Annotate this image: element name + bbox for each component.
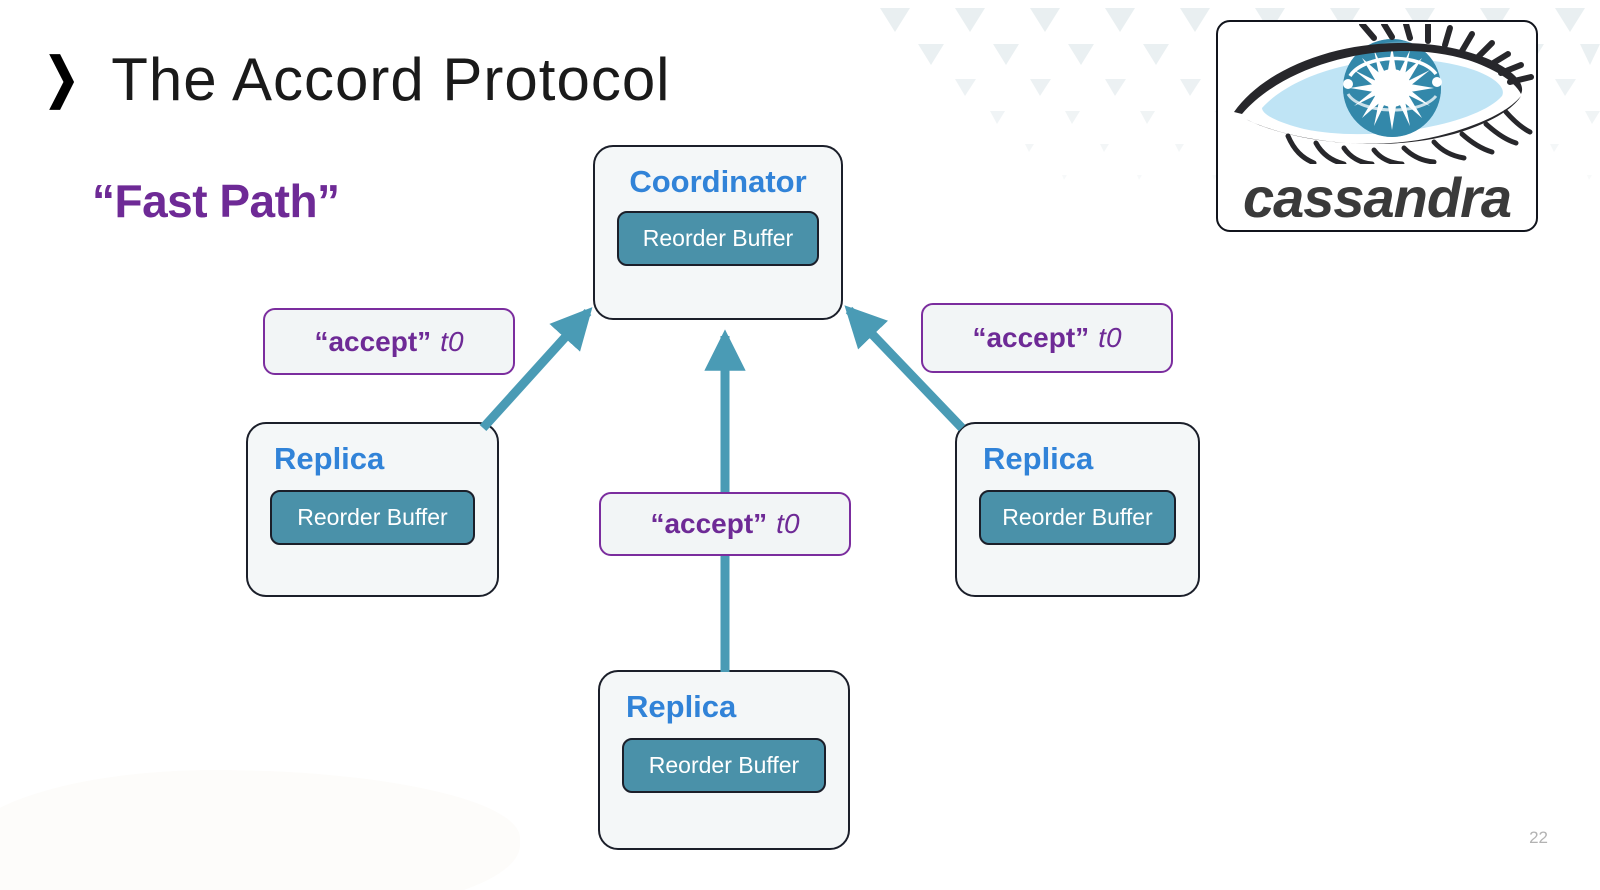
node-replica-bottom-title: Replica — [626, 689, 737, 724]
slide-subtitle: “Fast Path” — [92, 175, 340, 227]
page-title-text: The Accord Protocol — [111, 46, 671, 113]
message-label-middle: “accept” t0 — [599, 492, 851, 556]
chevron-right-icon: ❯ — [44, 47, 80, 108]
node-coordinator[interactable]: Coordinator Reorder Buffer — [593, 145, 843, 320]
message-label-right: “accept” t0 — [921, 303, 1173, 373]
message-label-left-arg: t0 — [440, 325, 464, 357]
page-title: ❯ The Accord Protocol — [44, 48, 671, 111]
page-number: 22 — [1529, 828, 1548, 847]
message-label-right-verb: “accept” — [972, 322, 1090, 353]
node-replica-right-title: Replica — [983, 441, 1094, 476]
node-replica-bottom-reorder-buffer[interactable]: Reorder Buffer — [622, 738, 826, 794]
node-replica-right[interactable]: Replica Reorder Buffer — [955, 422, 1200, 597]
node-replica-right-reorder-buffer[interactable]: Reorder Buffer — [979, 490, 1176, 546]
cassandra-logo: cassandra — [1216, 20, 1538, 232]
node-coordinator-reorder-buffer[interactable]: Reorder Buffer — [617, 211, 819, 267]
node-replica-left[interactable]: Replica Reorder Buffer — [246, 422, 499, 597]
node-replica-bottom[interactable]: Replica Reorder Buffer — [598, 670, 850, 850]
node-replica-left-title: Replica — [274, 441, 385, 476]
message-label-right-arg: t0 — [1098, 322, 1122, 353]
message-label-left-verb: “accept” — [314, 325, 432, 357]
message-label-left: “accept” t0 — [263, 308, 515, 375]
node-replica-left-reorder-buffer[interactable]: Reorder Buffer — [270, 490, 475, 546]
message-label-middle-verb: “accept” — [650, 508, 768, 539]
node-coordinator-title: Coordinator — [629, 164, 807, 199]
cassandra-wordmark: cassandra — [1242, 166, 1512, 229]
message-label-middle-arg: t0 — [776, 508, 800, 539]
background-blob — [0, 770, 520, 890]
cassandra-eye-icon — [1234, 24, 1534, 164]
